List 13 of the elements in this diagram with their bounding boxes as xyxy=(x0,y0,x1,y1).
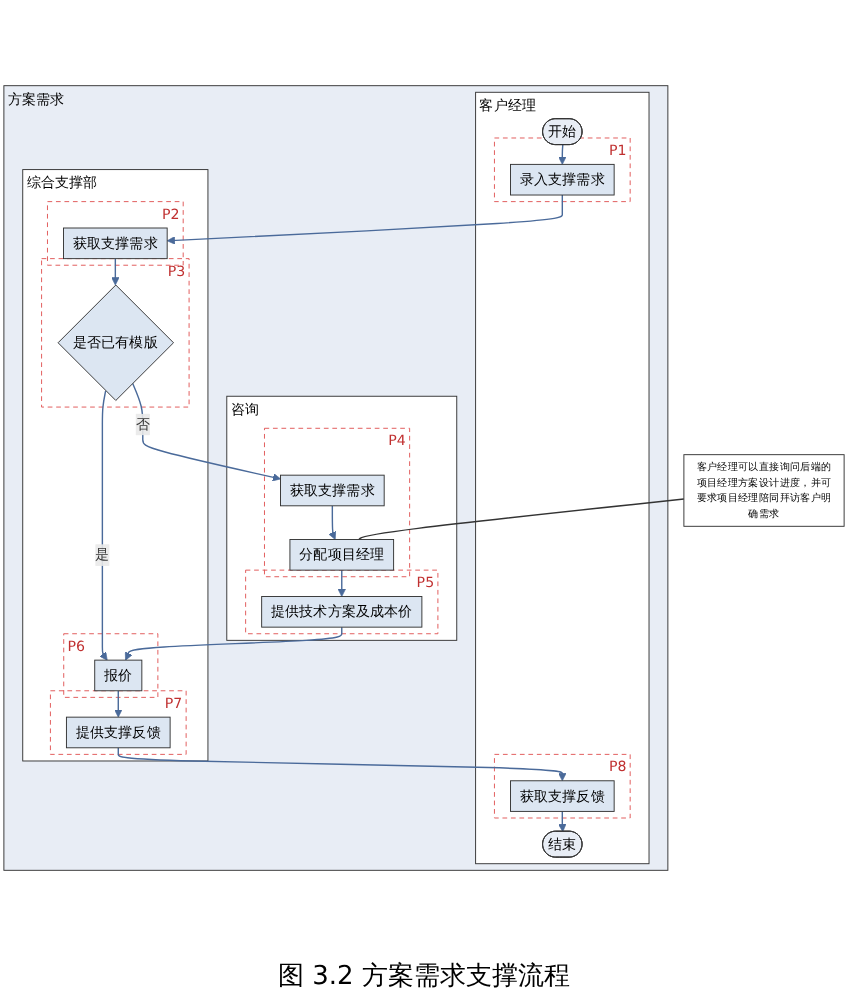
arrow xyxy=(131,382,281,482)
arrow xyxy=(328,505,337,540)
arrow xyxy=(111,257,120,286)
arrow xyxy=(114,690,123,718)
figure-caption: 图 3.2 方案需求支撑流程 xyxy=(276,960,572,994)
arrow xyxy=(117,747,567,782)
arrow xyxy=(166,194,563,245)
arrow xyxy=(558,144,567,165)
arrow xyxy=(99,390,108,661)
arrow xyxy=(124,626,343,661)
connector xyxy=(358,498,685,541)
arrow xyxy=(558,810,567,833)
arrow xyxy=(337,569,346,597)
